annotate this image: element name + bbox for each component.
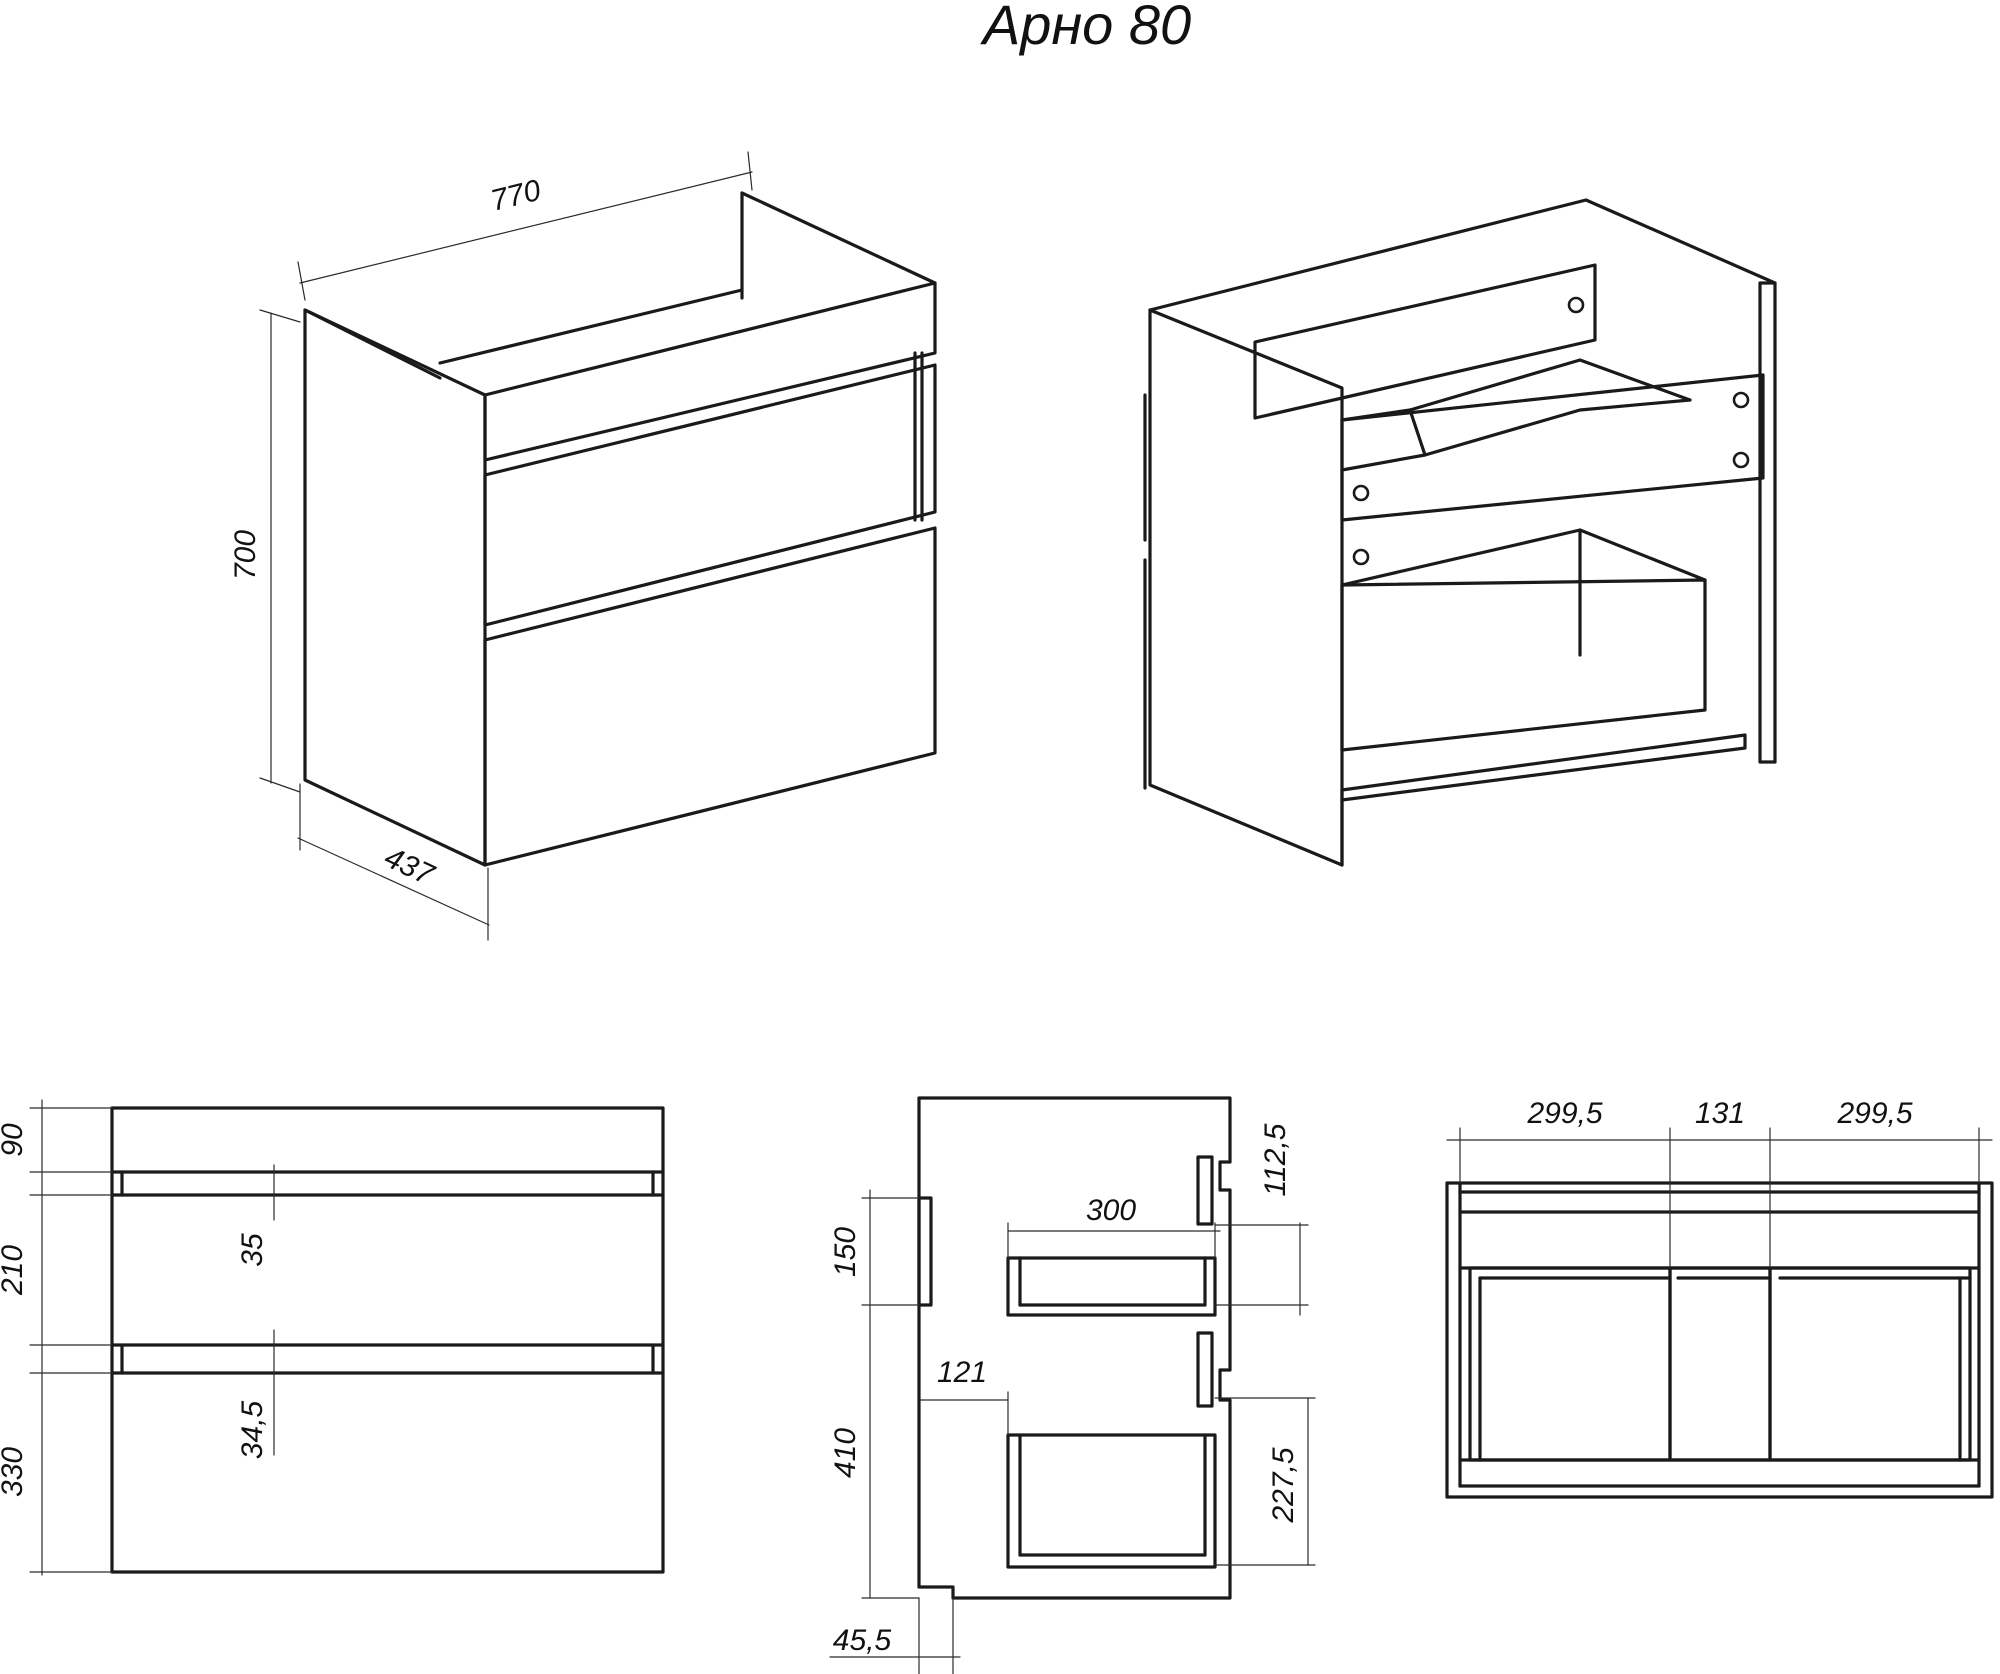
dim-side-upper-handle: 150 [829, 1227, 862, 1277]
isometric-closed-view [303, 191, 937, 867]
dim-iso-width: 770 [487, 174, 544, 218]
dim-side-plinth: 45,5 [833, 1624, 892, 1657]
top-section-view [1445, 1181, 1994, 1499]
dim-side-lower-drawer-offset: 121 [937, 1356, 987, 1389]
dim-front-gap-lower: 34,5 [236, 1400, 269, 1459]
dim-top-left-section: 299,5 [1526, 1097, 1602, 1130]
dim-side-lower-handle: 410 [829, 1428, 862, 1478]
iso-dimension-lines [259, 151, 753, 941]
isometric-open-view [1143, 198, 1777, 867]
dim-front-middle: 210 [0, 1245, 29, 1296]
dim-side-upper-drawer-height: 112,5 [1259, 1123, 1292, 1196]
drawing-title: Арно 80 [980, 0, 1191, 56]
dim-front-gap-upper: 35 [236, 1233, 269, 1267]
dim-front-top: 90 [0, 1123, 29, 1157]
dim-side-lower-drawer-height: 227,5 [1267, 1447, 1300, 1523]
side-dimension-lines [829, 1189, 1316, 1674]
top-dimension-lines [1446, 1127, 1993, 1269]
dim-top-right-section: 299,5 [1836, 1097, 1912, 1130]
front-dimension-lines [29, 1099, 275, 1576]
dim-top-middle-section: 131 [1695, 1097, 1745, 1130]
dim-side-upper-drawer-depth: 300 [1086, 1194, 1136, 1227]
dim-iso-height: 700 [229, 530, 262, 580]
front-view [110, 1106, 665, 1574]
dim-iso-depth: 437 [379, 841, 440, 893]
side-section-view [917, 1096, 1232, 1600]
dim-front-bottom: 330 [0, 1447, 29, 1497]
